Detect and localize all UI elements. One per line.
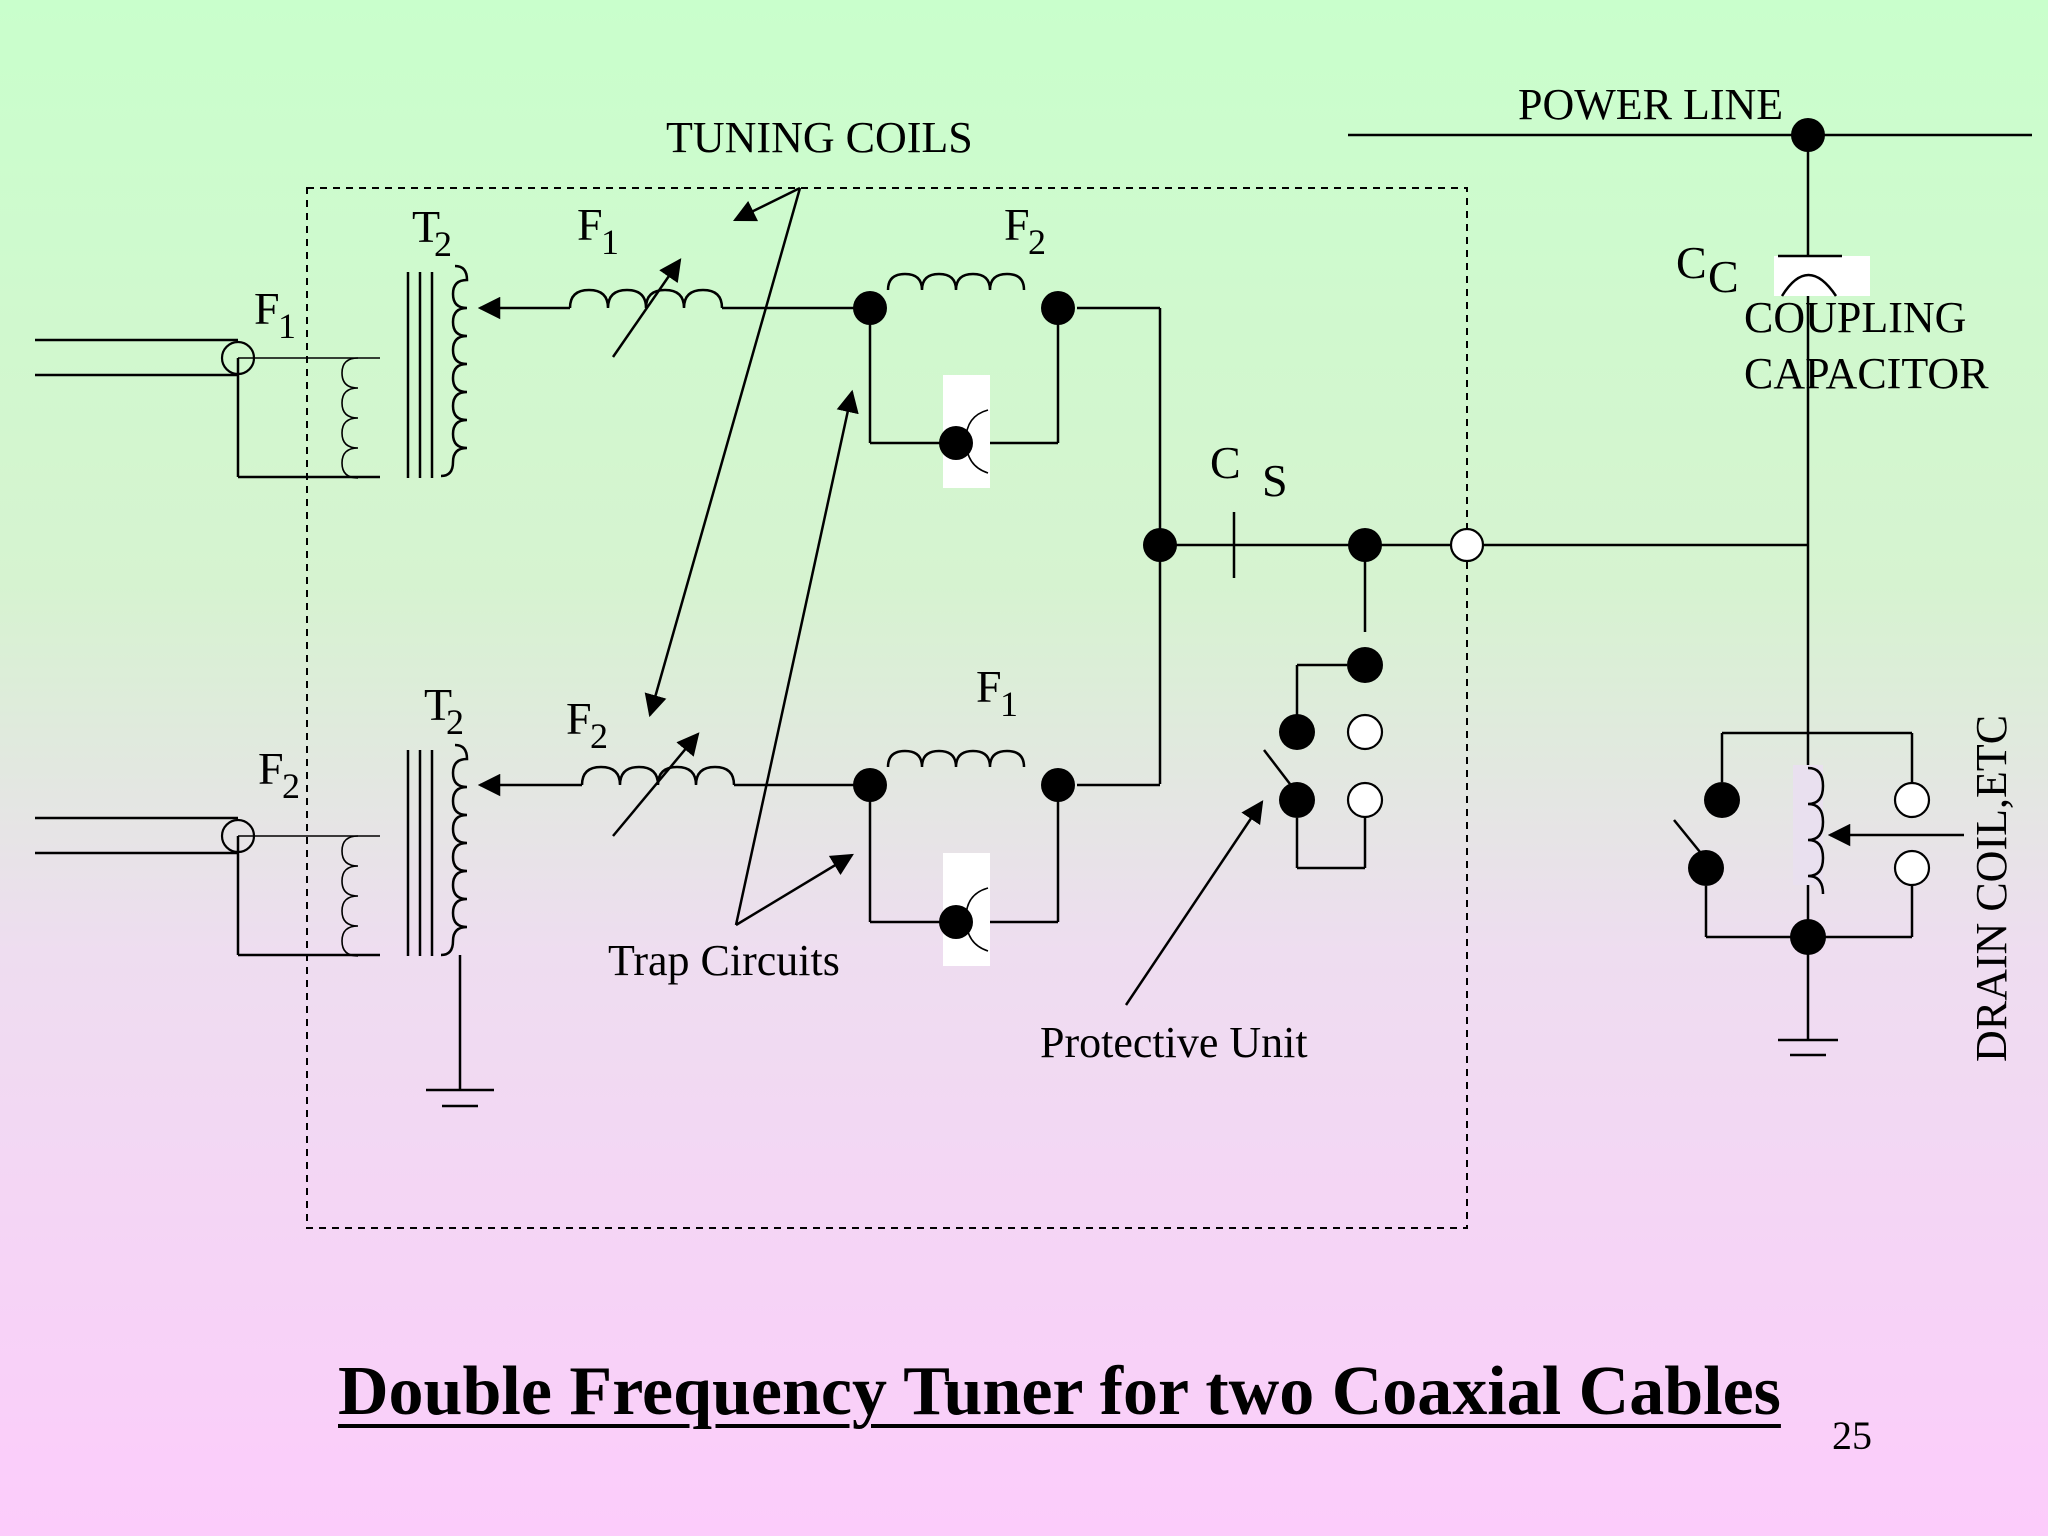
trap-circuit-upper: [853, 272, 1162, 784]
label-t2-lower: T2: [424, 679, 464, 742]
label-t2-upper: T2: [412, 201, 452, 264]
svg-text:1: 1: [278, 306, 296, 346]
slide-title: Double Frequency Tuner for two Coaxial C…: [338, 1353, 1781, 1430]
trap-circuit-lower: [853, 749, 1160, 966]
power-line: [1348, 118, 2032, 1040]
svg-text:C: C: [1210, 437, 1241, 488]
coupling-capacitor-symbol: [1774, 254, 1870, 297]
label-f2-trap-upper: F2: [1004, 199, 1046, 262]
tuning-coil-f2-lower: [580, 732, 870, 837]
svg-text:T: T: [424, 679, 452, 730]
svg-text:F: F: [577, 199, 603, 250]
svg-text:1: 1: [601, 222, 619, 262]
tuner-enclosure-box: [306, 187, 1468, 1229]
coupling-capacitor-label-2: CAPACITOR: [1744, 349, 1989, 398]
svg-text:C: C: [1676, 237, 1707, 288]
drain-coil-circuit: [1673, 731, 1964, 1057]
svg-text:F: F: [976, 661, 1002, 712]
power-line-label: POWER LINE: [1518, 80, 1783, 129]
svg-text:C: C: [1708, 251, 1739, 302]
coax-cable-f2: [35, 816, 380, 957]
protective-unit-switches: [1263, 545, 1384, 870]
svg-text:2: 2: [282, 766, 300, 806]
label-f2-tuning-lower: F2: [566, 693, 608, 756]
svg-text:T: T: [412, 201, 440, 252]
protective-unit-label: Protective Unit: [1040, 1018, 1308, 1067]
transformer-t2-lower: [406, 743, 582, 1108]
svg-text:2: 2: [1028, 222, 1046, 262]
main-bus: [1143, 512, 1808, 578]
coax-cable-f1: [35, 338, 380, 479]
drain-coil-label: DRAIN COIL,ETC: [1967, 715, 2016, 1062]
svg-text:F: F: [258, 743, 284, 794]
trap-circuits-pointers: [734, 389, 859, 927]
label-f1-trap-lower: F1: [976, 661, 1018, 724]
svg-text:1: 1: [1000, 684, 1018, 724]
svg-text:2: 2: [590, 716, 608, 756]
trap-circuits-label: Trap Circuits: [608, 936, 840, 985]
svg-text:F: F: [1004, 199, 1030, 250]
page-number: 25: [1832, 1413, 1872, 1458]
svg-text:2: 2: [434, 224, 452, 264]
label-f1-tuning-upper: F1: [577, 199, 619, 262]
svg-text:F: F: [566, 693, 592, 744]
protective-unit-pointer: [1124, 800, 1264, 1006]
label-f2-input: F2: [258, 743, 300, 806]
coupling-capacitor-label-1: COUPLING: [1744, 293, 1966, 342]
svg-text:S: S: [1262, 455, 1288, 506]
tuning-coils-label: TUNING COILS: [666, 113, 973, 162]
transformer-t2-upper: [406, 264, 570, 478]
svg-text:2: 2: [446, 702, 464, 742]
svg-text:F: F: [254, 283, 280, 334]
tuning-coil-f1-upper: [568, 258, 870, 358]
tuning-coils-pointers: [644, 186, 802, 718]
label-f1-input: F1: [254, 283, 296, 346]
